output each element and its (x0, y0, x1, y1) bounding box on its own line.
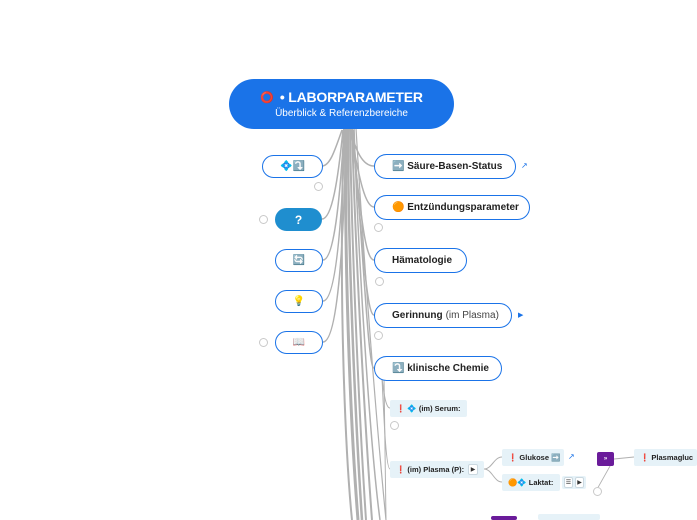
list-button[interactable]: ☰ (564, 477, 573, 488)
node-label: 🟠💠 Laktat: (508, 478, 554, 487)
lightbulb-icon: 💡 (292, 296, 306, 307)
collapse-counter[interactable] (390, 421, 399, 430)
play-button[interactable]: ▶ (575, 477, 584, 488)
node-label: 🟠 Entzündungsparameter (392, 202, 519, 213)
node-label: ⤵️ klinische Chemie (392, 363, 489, 374)
subnode-plasma[interactable]: ❗ (im) Plasma (P): ▶ (390, 461, 484, 478)
collapse-counter[interactable] (259, 338, 268, 347)
node-saeure-basen-status[interactable]: ➡️ Säure-Basen-Status (374, 154, 516, 179)
node-label: ❗ Plasmagluc (640, 453, 694, 462)
diamond-arrow-icon: 💠⤵️ (280, 161, 305, 172)
collapse-counter[interactable] (593, 487, 602, 496)
collapse-counter[interactable] (374, 331, 383, 340)
play-button[interactable]: ▶ (468, 464, 478, 475)
node-klinische-chemie[interactable]: ⤵️ klinische Chemie (374, 356, 502, 381)
question-icon: ? (294, 212, 303, 227)
subnode-partial[interactable] (538, 514, 600, 520)
node-label: ❗ Glukose ➡️ (508, 453, 561, 462)
circle-icon: ⭕ (260, 91, 274, 104)
root-node-laborparameter[interactable]: ⭕ • LABORPARAMETER Überblick & Referenzb… (229, 79, 454, 129)
left-node-refresh[interactable]: 🔄 (275, 249, 323, 272)
left-node-diamond-arrow[interactable]: 💠⤵️ (262, 155, 323, 178)
subnode-glukose[interactable]: ❗ Glukose ➡️ (502, 449, 564, 466)
more-button[interactable]: » (597, 452, 614, 466)
node-label: Gerinnung (392, 310, 443, 321)
expand-arrow-icon[interactable]: ▶ (518, 312, 524, 319)
node-gerinnung[interactable]: Gerinnung (im Plasma) (374, 303, 512, 328)
node-haematologie[interactable]: Hämatologie (374, 248, 467, 273)
node-label: ➡️ Säure-Basen-Status (392, 161, 503, 172)
node-label-suffix: (im Plasma) (445, 310, 499, 321)
subnode-serum[interactable]: ❗ 💠 (im) Serum: (390, 400, 467, 417)
node-label: ❗ (im) Plasma (P): (396, 465, 465, 474)
root-title: • LABORPARAMETER (279, 89, 423, 105)
left-node-question[interactable]: ? (275, 208, 322, 231)
laktat-controls: ☰ ▶ (562, 476, 586, 489)
subnode-plasmaglucose[interactable]: ❗ Plasmagluc (634, 449, 697, 466)
external-link-icon[interactable]: ↗ (568, 452, 575, 461)
root-title-row: ⭕ • LABORPARAMETER (260, 89, 423, 105)
refresh-icon: 🔄 (292, 255, 306, 266)
node-label: Hämatologie (392, 255, 453, 266)
more-button[interactable] (491, 516, 517, 520)
node-label: ❗ 💠 (im) Serum: (396, 404, 461, 413)
root-subtitle: Überblick & Referenzbereiche (275, 108, 408, 119)
left-node-book[interactable]: 📖 (275, 331, 323, 354)
subnode-laktat[interactable]: 🟠💠 Laktat: (502, 474, 560, 491)
external-link-icon[interactable]: ↗ (521, 161, 528, 170)
left-node-lightbulb[interactable]: 💡 (275, 290, 323, 313)
node-entzuendungsparameter[interactable]: 🟠 Entzündungsparameter (374, 195, 530, 220)
collapse-counter[interactable] (375, 277, 384, 286)
collapse-counter[interactable] (259, 215, 268, 224)
collapse-counter[interactable] (374, 223, 383, 232)
collapse-counter[interactable] (314, 182, 323, 191)
book-icon: 📖 (292, 337, 306, 348)
